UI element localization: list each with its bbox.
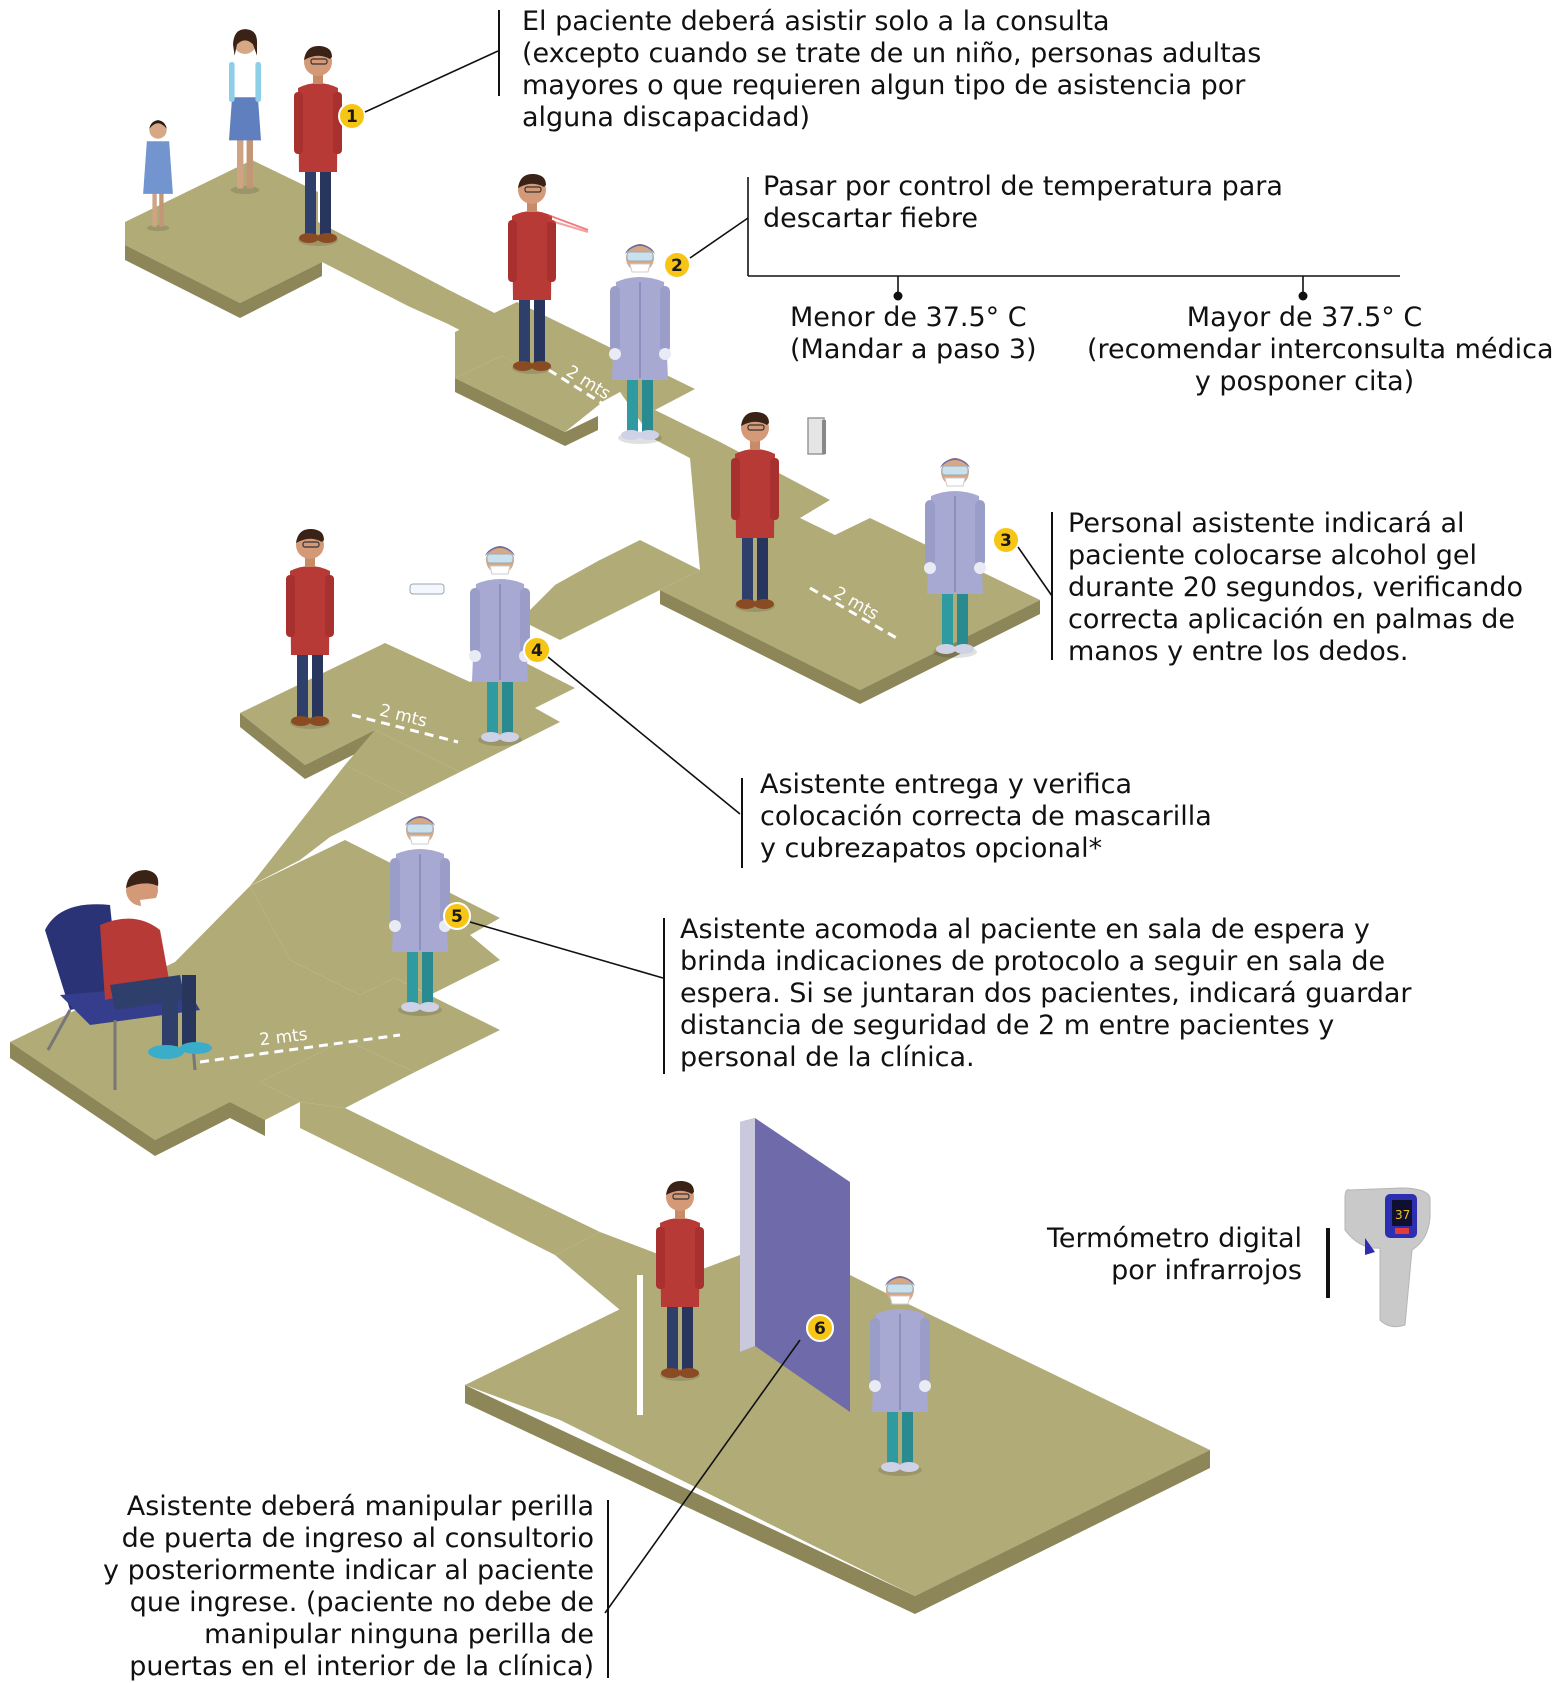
- step-2-text: Pasar por control de temperatura para de…: [763, 171, 1283, 234]
- temperature-beam: [547, 214, 589, 233]
- leader-lines: [364, 50, 1053, 1614]
- branch-node: [1298, 291, 1308, 301]
- text-bar: [741, 778, 743, 868]
- thermometer-icon: 37: [1344, 1187, 1431, 1328]
- text-bar: [1326, 1228, 1330, 1298]
- step-3-text: Personal asistente indicará al paciente …: [1068, 508, 1524, 667]
- step-number: 4: [531, 641, 543, 661]
- temperature-low-branch: Menor de 37.5° C (Mandar a paso 3): [790, 302, 1037, 365]
- thermometer-display: 37: [1395, 1208, 1410, 1222]
- seated-patient-figure: [100, 870, 212, 1059]
- text-bar: [607, 1500, 609, 1678]
- step-number: 5: [451, 907, 463, 927]
- branch-node: [893, 291, 903, 301]
- step-number: 3: [1000, 531, 1012, 551]
- temperature-high-branch: Mayor de 37.5° C (recomendar interconsul…: [1087, 302, 1552, 397]
- child-figure: [143, 120, 173, 232]
- step-number: 6: [814, 1319, 826, 1339]
- text-bar: [663, 918, 665, 1074]
- gel-dispenser-icon: [807, 417, 826, 455]
- distance-markers: [199, 360, 901, 1064]
- step-number: 2: [671, 256, 683, 276]
- step-6-text: Asistente deberá manipular perilla de pu…: [103, 1491, 594, 1682]
- adult-woman-figure: [229, 29, 261, 194]
- step-1-text: El paciente deberá asistir solo a la con…: [522, 6, 1262, 133]
- step-4-text: Asistente entrega y verifica colocación …: [760, 769, 1212, 864]
- floor-walkway: [10, 160, 1210, 1614]
- step-5-text: Asistente acomoda al paciente en sala de…: [680, 914, 1412, 1073]
- text-bar: [498, 10, 500, 96]
- mask-handout-icon: [409, 583, 445, 595]
- thermometer-caption: Termómetro digital por infrarrojos: [1047, 1223, 1302, 1286]
- step-number: 1: [346, 107, 358, 127]
- text-bar: [1051, 512, 1053, 660]
